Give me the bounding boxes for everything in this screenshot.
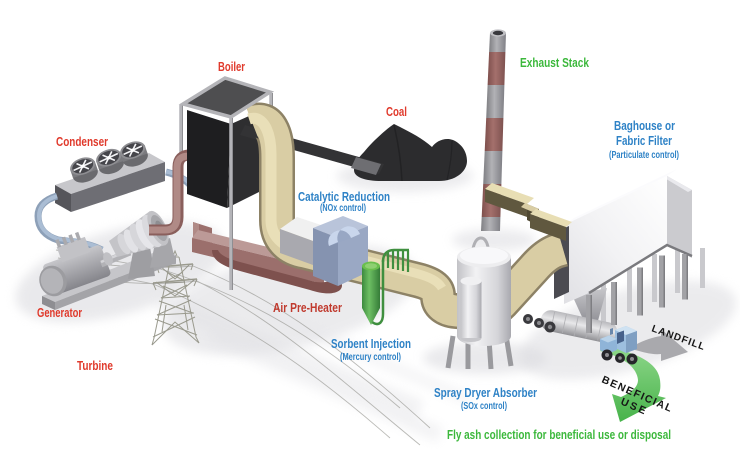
svg-text:Catalytic Reduction: Catalytic Reduction bbox=[298, 189, 390, 204]
svg-text:Turbine: Turbine bbox=[77, 358, 113, 373]
svg-text:Spray Dryer Absorber: Spray Dryer Absorber bbox=[434, 385, 537, 400]
svg-text:(Mercury control): (Mercury control) bbox=[340, 352, 401, 363]
svg-text:Fly ash collection for benefic: Fly ash collection for beneficial use or… bbox=[447, 427, 671, 442]
svg-text:Boiler: Boiler bbox=[218, 59, 245, 74]
svg-text:Coal: Coal bbox=[386, 104, 407, 119]
svg-text:(NOx control): (NOx control) bbox=[320, 203, 366, 214]
svg-text:Condenser: Condenser bbox=[56, 134, 108, 149]
svg-text:(SOx control): (SOx control) bbox=[461, 401, 507, 412]
svg-text:(Particulate control): (Particulate control) bbox=[609, 150, 679, 161]
svg-text:Baghouse or: Baghouse or bbox=[614, 118, 675, 133]
svg-text:Sorbent Injection: Sorbent Injection bbox=[331, 336, 411, 351]
svg-text:Generator: Generator bbox=[37, 305, 82, 320]
svg-text:Fabric Filter: Fabric Filter bbox=[616, 133, 672, 148]
svg-text:Exhaust Stack: Exhaust Stack bbox=[520, 55, 590, 70]
svg-text:Air Pre-Heater: Air Pre-Heater bbox=[273, 300, 342, 315]
